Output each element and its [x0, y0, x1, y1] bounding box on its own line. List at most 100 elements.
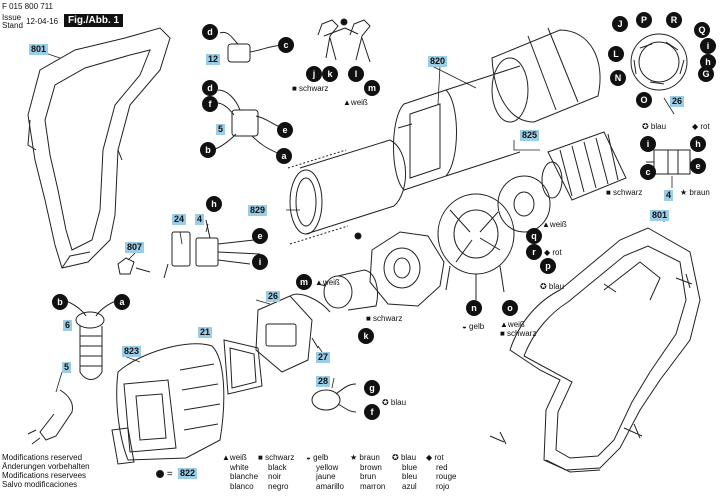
- eq-822-label: ● =: [158, 469, 173, 480]
- legend-word: noir: [268, 472, 282, 481]
- part-822: 822: [178, 468, 198, 479]
- callout-i-ring: i: [700, 38, 716, 54]
- figure-label: Fig./Abb. 1: [64, 14, 124, 27]
- stand-label: Stand: [2, 21, 23, 30]
- note-gelb-n: ◒ gelb: [462, 322, 485, 331]
- thermal-fuse-28: [311, 383, 357, 413]
- screws: [489, 273, 693, 445]
- part-801-right: 801: [650, 210, 670, 221]
- connector-5: [211, 89, 283, 155]
- legend-gelb: ◒ gelb yellow jaune amarillo: [306, 453, 344, 491]
- legend-word: braun: [359, 453, 380, 462]
- callout-d: d: [202, 24, 218, 40]
- legend-word: yellow: [316, 462, 339, 472]
- note-braun-e: ★ braun: [680, 188, 710, 197]
- motor: [317, 269, 378, 311]
- legend-word: rojo: [436, 481, 450, 491]
- legend-rot: ◆ rot red rouge rojo: [426, 453, 456, 491]
- mod-fr: Modifications reservees: [2, 471, 87, 480]
- legend-schwarz: ■ schwarz black noir negro: [258, 453, 294, 491]
- callout-e: e: [690, 158, 706, 174]
- note-weiss-q: ▲weiß: [542, 220, 567, 229]
- part-823: 823: [122, 346, 142, 357]
- callout-j: j: [306, 66, 322, 82]
- callout-c: c: [640, 164, 656, 180]
- callout-e: e: [277, 122, 293, 138]
- callout-e: e: [252, 228, 268, 244]
- part-825: 825: [520, 130, 540, 141]
- board-26: [255, 293, 331, 373]
- legend-word: negro: [268, 481, 289, 491]
- rear-housing-21: [111, 343, 225, 465]
- cover-plate: [223, 339, 263, 395]
- issue-date: 12-04-16: [26, 17, 59, 26]
- note-blau-top: ✪ blau: [642, 122, 667, 131]
- legend-word: jaune: [316, 472, 336, 481]
- callout-d: d: [202, 80, 218, 96]
- legend-blau: ✪ blau blue bleu azul: [392, 453, 417, 491]
- legend-word: amarillo: [316, 481, 345, 491]
- callout-k: k: [322, 66, 338, 82]
- callout-J: J: [612, 16, 628, 32]
- part-24: 24: [172, 214, 187, 225]
- part-801-left: 801: [29, 44, 49, 55]
- part-5-cord: 5: [62, 362, 72, 373]
- fan-housing: [369, 231, 445, 307]
- legend-word: azul: [402, 481, 417, 491]
- callout-L: L: [608, 46, 624, 62]
- legend-word: blanco: [230, 481, 254, 491]
- dial-ring-26: [630, 33, 688, 91]
- part-4-left: 4: [195, 214, 205, 225]
- legend-word: blue: [402, 462, 418, 472]
- legend-word: white: [230, 462, 249, 472]
- callout-R: R: [666, 12, 682, 28]
- legend-braun: ★ braun brown brun marron: [350, 453, 385, 491]
- note-weiss-o: ▲weiß: [500, 320, 525, 329]
- callout-h: h: [690, 136, 706, 152]
- tube-829: [287, 139, 406, 245]
- callout-p: p: [540, 258, 556, 274]
- part-21: 21: [198, 327, 213, 338]
- callout-P: P: [636, 12, 652, 28]
- callout-r: r: [526, 244, 542, 260]
- legend-word: marron: [360, 481, 386, 491]
- screw-27: [311, 337, 319, 349]
- legend-symbol: ◒: [306, 453, 311, 462]
- mod-es: Salvo modificaciones: [2, 480, 78, 489]
- part-27: 27: [316, 352, 331, 363]
- legend-word: bleu: [402, 472, 418, 481]
- note-schwarz-jk: ■ schwarz: [292, 84, 329, 93]
- part-829: 829: [248, 205, 268, 216]
- note-weiss-motor: ▲weiß: [315, 278, 340, 287]
- part-28: 28: [316, 376, 331, 387]
- part-12: 12: [206, 54, 221, 65]
- part-26-board: 26: [266, 291, 281, 302]
- power-cord-5: [27, 389, 73, 445]
- callout-m-motor: m: [296, 274, 312, 290]
- doc-number: F 015 800 711: [2, 2, 54, 11]
- mod-de: Änderungen vorbehalten: [2, 462, 90, 471]
- dot-822: [156, 470, 164, 478]
- bearing-disc: [497, 175, 551, 233]
- callout-h: h: [206, 196, 222, 212]
- callout-c: c: [278, 37, 294, 53]
- note-schwarz-o: ■ schwarz: [500, 329, 537, 338]
- callout-o: o: [502, 300, 518, 316]
- callout-G: G: [698, 66, 714, 82]
- callout-k-motor: k: [358, 328, 374, 344]
- legend-word: blau: [400, 453, 417, 462]
- legend-word: brown: [360, 462, 382, 472]
- callout-m: m: [364, 80, 380, 96]
- callout-b: b: [200, 142, 216, 158]
- callout-f: f: [364, 404, 380, 420]
- dot-clips: [340, 18, 348, 26]
- legend-symbol: ■: [258, 453, 263, 462]
- issue-label: Issue: [2, 13, 22, 22]
- legend-symbol: ✪: [392, 453, 399, 462]
- note-blau-g: ✪ blau: [382, 398, 407, 407]
- note-schwarz-c: ■ schwarz: [606, 188, 643, 197]
- part-6: 6: [63, 320, 73, 331]
- shield-820: [393, 65, 521, 191]
- legend-symbol: ★: [350, 453, 358, 462]
